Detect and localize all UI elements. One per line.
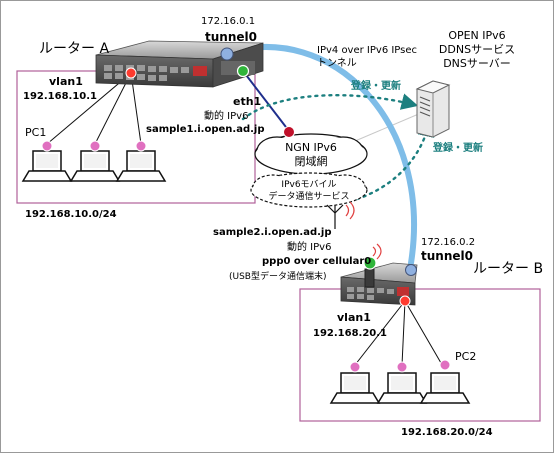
router-b-pc-label: PC2: [455, 350, 476, 363]
router-a-pc-label: PC1: [25, 126, 46, 139]
router-b-vlan-port: [399, 295, 411, 307]
router-a-icon: [95, 40, 264, 88]
router-b-tunnel-ip: 172.16.0.2: [421, 237, 475, 248]
tunnel-line2: トンネル: [317, 57, 357, 69]
mobile-line2: データ通信サービス: [268, 190, 349, 202]
pc-a-1-port: [41, 140, 53, 152]
router-b-title: ルーター B: [473, 261, 543, 277]
pc-a-1: [21, 150, 73, 182]
ngn-line1: NGN IPv6: [285, 141, 337, 154]
router-b-tunnel-port: [405, 264, 417, 276]
lan-box-b: [299, 288, 541, 422]
router-b-vlan: vlan1: [337, 311, 371, 324]
router-a-eth1-fqdn: sample1.i.open.ad.jp: [146, 124, 265, 135]
eth1-link: [242, 70, 290, 132]
registration-arrow-a: [241, 93, 419, 121]
ngn-port: [283, 126, 295, 138]
router-a-tunnel-name: tunnel0: [205, 30, 257, 44]
registration-label-top: 登録・更新: [350, 79, 401, 92]
signal-waves-b: [372, 243, 382, 260]
server-line2: DDNSサービス: [439, 43, 515, 56]
router-a-vlan-ip: 192.168.10.1: [23, 91, 97, 102]
router-b-ppp-fqdn: sample2.i.open.ad.jp: [213, 227, 332, 238]
pc-b-1: [329, 372, 381, 404]
pc-a-3-port: [135, 140, 147, 152]
router-b-ppp-label: ppp0 over cellular0: [262, 256, 371, 267]
router-a-vlan: vlan1: [49, 75, 83, 88]
router-a-eth1-label: eth1: [233, 95, 261, 108]
server-line3: DNSサーバー: [443, 57, 511, 70]
pc-b-2-port: [396, 361, 408, 373]
pc-b-3-port: [439, 359, 451, 371]
mobile-cloud: [250, 172, 368, 208]
router-b-tunnel-name: tunnel0: [421, 249, 473, 263]
router-a-vlan-port: [125, 67, 137, 79]
router-b-icon: [340, 262, 418, 306]
router-a-subnet: 192.168.10.0/24: [25, 209, 117, 220]
lan-lines-b: [354, 300, 442, 366]
router-a-eth1-addr: 動的 IPv6: [204, 109, 248, 122]
ngn-line2: 閉域網: [295, 154, 328, 168]
router-b-subnet: 192.168.20.0/24: [401, 427, 493, 438]
router-b-ppp-device: (USB型データ通信端末): [229, 270, 327, 282]
ipsec-tunnel-arc: [224, 44, 418, 266]
pc-a-2-port: [89, 140, 101, 152]
pc-b-1-port: [349, 361, 361, 373]
router-b-vlan-ip: 192.168.20.1: [313, 328, 387, 339]
pc-b-3: [419, 372, 471, 404]
router-a-tunnel-ip: 172.16.0.1: [201, 16, 255, 27]
registration-label-right: 登録・更新: [432, 141, 483, 154]
tunnel-line1: IPv4 over IPv6 IPsec: [317, 45, 417, 56]
router-a-title: ルーター A: [39, 41, 109, 57]
pc-a-3: [115, 150, 167, 182]
dns-server-icon: [415, 80, 451, 138]
pc-a-2: [69, 150, 121, 182]
router-b-ppp-port: [363, 256, 377, 270]
mobile-line1: IPv6モバイル: [281, 179, 336, 190]
ngn-cloud: [254, 133, 368, 175]
router-a-eth1-port: [236, 64, 250, 78]
lan-lines-a: [46, 72, 142, 145]
antenna-icon: [326, 201, 355, 229]
router-a-tunnel-port: [220, 47, 234, 61]
pc-b-2: [376, 372, 428, 404]
server-line1: OPEN IPv6: [448, 29, 505, 42]
router-b-ppp-addr: 動的 IPv6: [287, 240, 331, 253]
